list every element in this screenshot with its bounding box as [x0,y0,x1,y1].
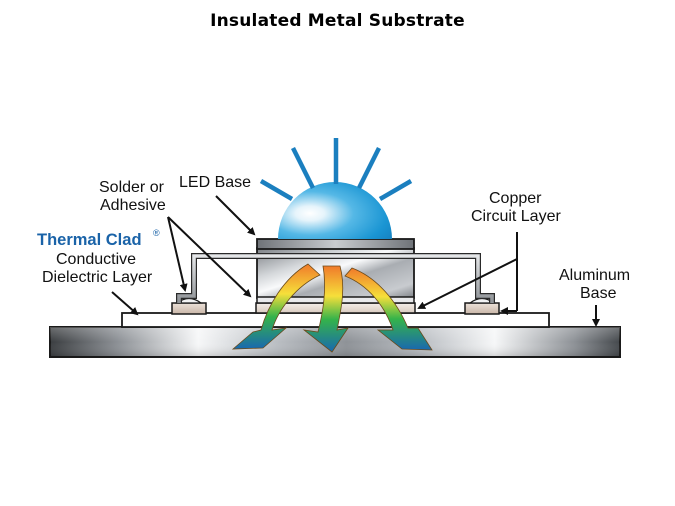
label-led-base-text: LED Base [179,174,251,191]
label-solder: Solder or Adhesive [99,179,166,214]
label-copper: Copper Circuit Layer [471,190,561,225]
label-aluminum-line2: Base [580,285,617,302]
label-copper-line2: Circuit Layer [471,208,561,225]
light-rays [259,138,413,201]
light-ray [290,146,316,190]
solder-pad-left [171,297,207,315]
heat-arrow-right [344,267,433,351]
light-ray [378,179,413,201]
label-aluminum: Aluminum Base [559,267,630,302]
heat-arrow-left [231,263,321,350]
leader-solder-left [167,216,188,292]
label-thermal-clad-line1: Conductive [56,251,136,268]
light-ray [356,146,382,190]
heat-arrow-center [302,265,349,353]
light-ray [259,179,294,201]
label-thermal-clad-line2: Dielectric Layer [42,269,153,286]
lead-frame [176,253,495,303]
label-solder-line1: Solder or [99,179,165,196]
registered-mark: ® [153,228,160,238]
leader-lines [111,195,600,327]
page-title: Insulated Metal Substrate [210,11,465,31]
leader-solder-center [167,216,252,298]
label-thermal-clad-brand: Thermal Clad [37,231,142,249]
label-led-base: LED Base [179,174,251,191]
label-thermal-clad: Thermal Clad ® Conductive Dielectric Lay… [37,228,160,286]
leader-copper-circuit [417,258,518,309]
led-dome [278,182,392,239]
leader-dielectric [111,291,139,316]
label-aluminum-line1: Aluminum [559,267,630,284]
heat-flow-arrows [231,263,433,353]
label-copper-line1: Copper [489,190,542,207]
leader-led-base [215,195,256,236]
label-solder-line2: Adhesive [100,197,166,214]
